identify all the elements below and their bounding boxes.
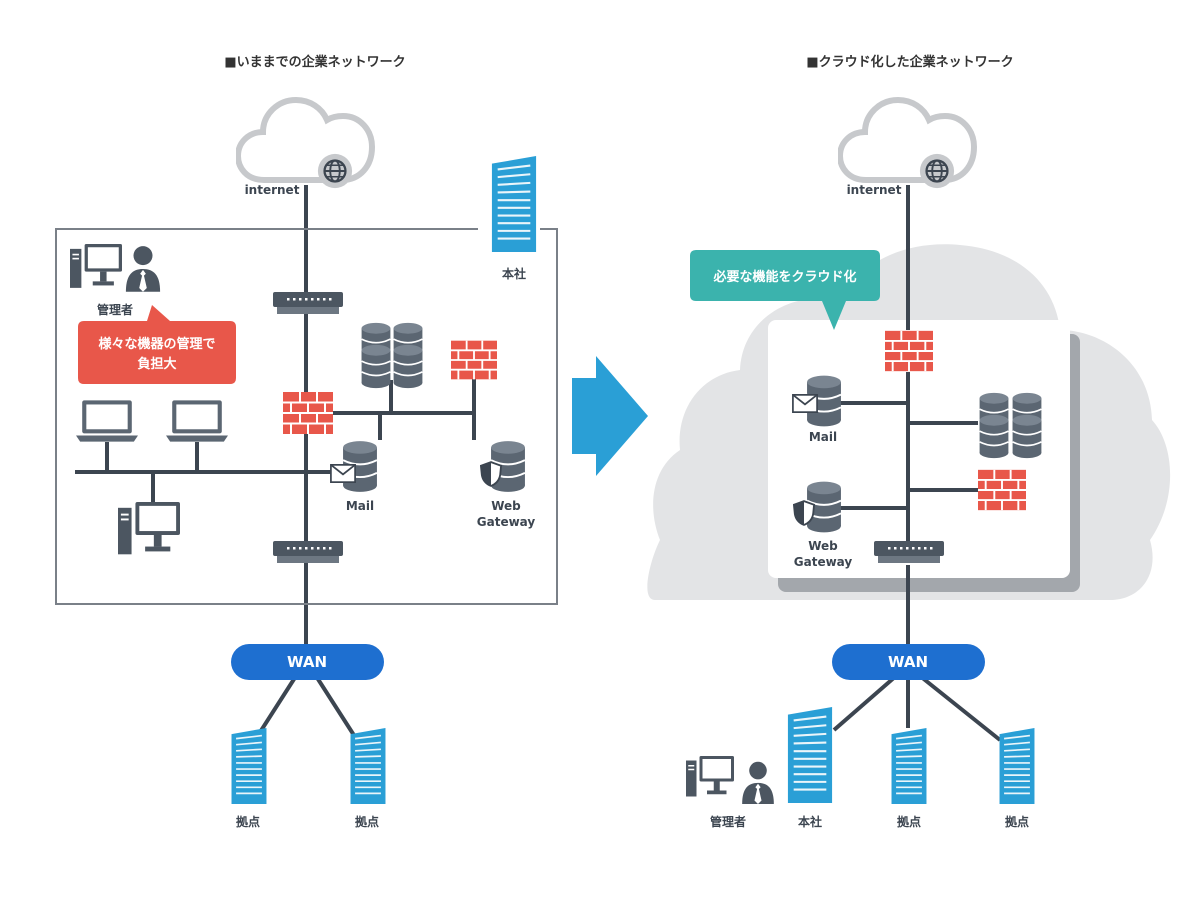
switch-icon	[273, 292, 343, 314]
callout-text: 必要な機能をクラウド化	[712, 269, 856, 285]
wan-label: WAN	[888, 653, 928, 671]
globe-icon	[918, 152, 956, 190]
web-gateway-label-line1: Web	[808, 539, 838, 553]
mail-icon	[330, 464, 356, 483]
wan-label: WAN	[287, 653, 327, 671]
legacy-network-title: ■いままでの企業ネットワーク	[224, 54, 405, 70]
internet-cloud-icon	[238, 100, 372, 180]
internet-label: internet	[847, 183, 902, 197]
admin-person-icon	[742, 761, 774, 804]
callout-text-line2: 負担大	[137, 356, 176, 372]
headquarters-label: 本社	[502, 266, 526, 281]
web-gateway-label-line2: Gateway	[477, 515, 536, 529]
admin-desktop-icon	[686, 756, 734, 797]
laptop-icon	[76, 400, 138, 442]
admin-label: 管理者	[710, 814, 746, 829]
cloud-network-title: ■クラウド化した企業ネットワーク	[806, 54, 1013, 70]
branch-building-icon	[230, 727, 268, 805]
branch-building-icon	[998, 727, 1036, 805]
firewall-icon	[283, 392, 333, 434]
headquarters-boundary	[55, 228, 558, 605]
internet-cloud-icon	[840, 100, 974, 180]
branch-label: 拠点	[1005, 814, 1029, 829]
admin-label: 管理者	[97, 302, 133, 317]
cloud-network-diagram: ■クラウド化した企業ネットワーク internet 必要な機能をクラウド化	[647, 54, 1171, 829]
laptop-icon	[166, 400, 228, 442]
firewall-icon	[885, 330, 933, 372]
branch-building-icon	[890, 727, 928, 805]
cloudify-callout: 必要な機能をクラウド化	[690, 250, 880, 330]
cloud-network-links	[832, 185, 1002, 742]
globe-icon	[316, 152, 354, 190]
mail-icon	[792, 394, 818, 413]
callout-text-line1: 様々な機器の管理で	[98, 336, 215, 352]
branch-label: 拠点	[897, 814, 921, 829]
internet-label: internet	[245, 183, 300, 197]
branch-label: 拠点	[236, 814, 260, 829]
mail-label: Mail	[346, 499, 374, 513]
admin-person-icon	[125, 246, 161, 292]
switch-icon	[273, 541, 343, 563]
cloud-service-card	[768, 320, 1070, 578]
headquarters-building-icon	[786, 705, 834, 805]
headquarters-building-icon	[490, 156, 538, 252]
desktop-computer-icon	[118, 502, 180, 555]
legacy-network-diagram: ■いままでの企業ネットワーク internet 本社	[55, 54, 558, 829]
wan-pill	[231, 644, 384, 680]
branch-label: 拠点	[355, 814, 379, 829]
branch-building-icon	[349, 727, 387, 805]
firewall-icon	[451, 340, 497, 380]
mail-label: Mail	[809, 430, 837, 444]
wan-pill	[832, 644, 985, 680]
management-burden-callout: 様々な機器の管理で 負担大	[78, 305, 236, 384]
web-gateway-label-line1: Web	[491, 499, 521, 513]
headquarters-label: 本社	[798, 814, 822, 829]
firewall-icon	[978, 469, 1026, 511]
server-cluster-icon	[360, 322, 424, 389]
transition-arrow-icon	[572, 356, 648, 476]
web-gateway-label-line2: Gateway	[794, 555, 853, 569]
admin-desktop-icon	[70, 244, 122, 288]
switch-icon	[874, 541, 944, 563]
